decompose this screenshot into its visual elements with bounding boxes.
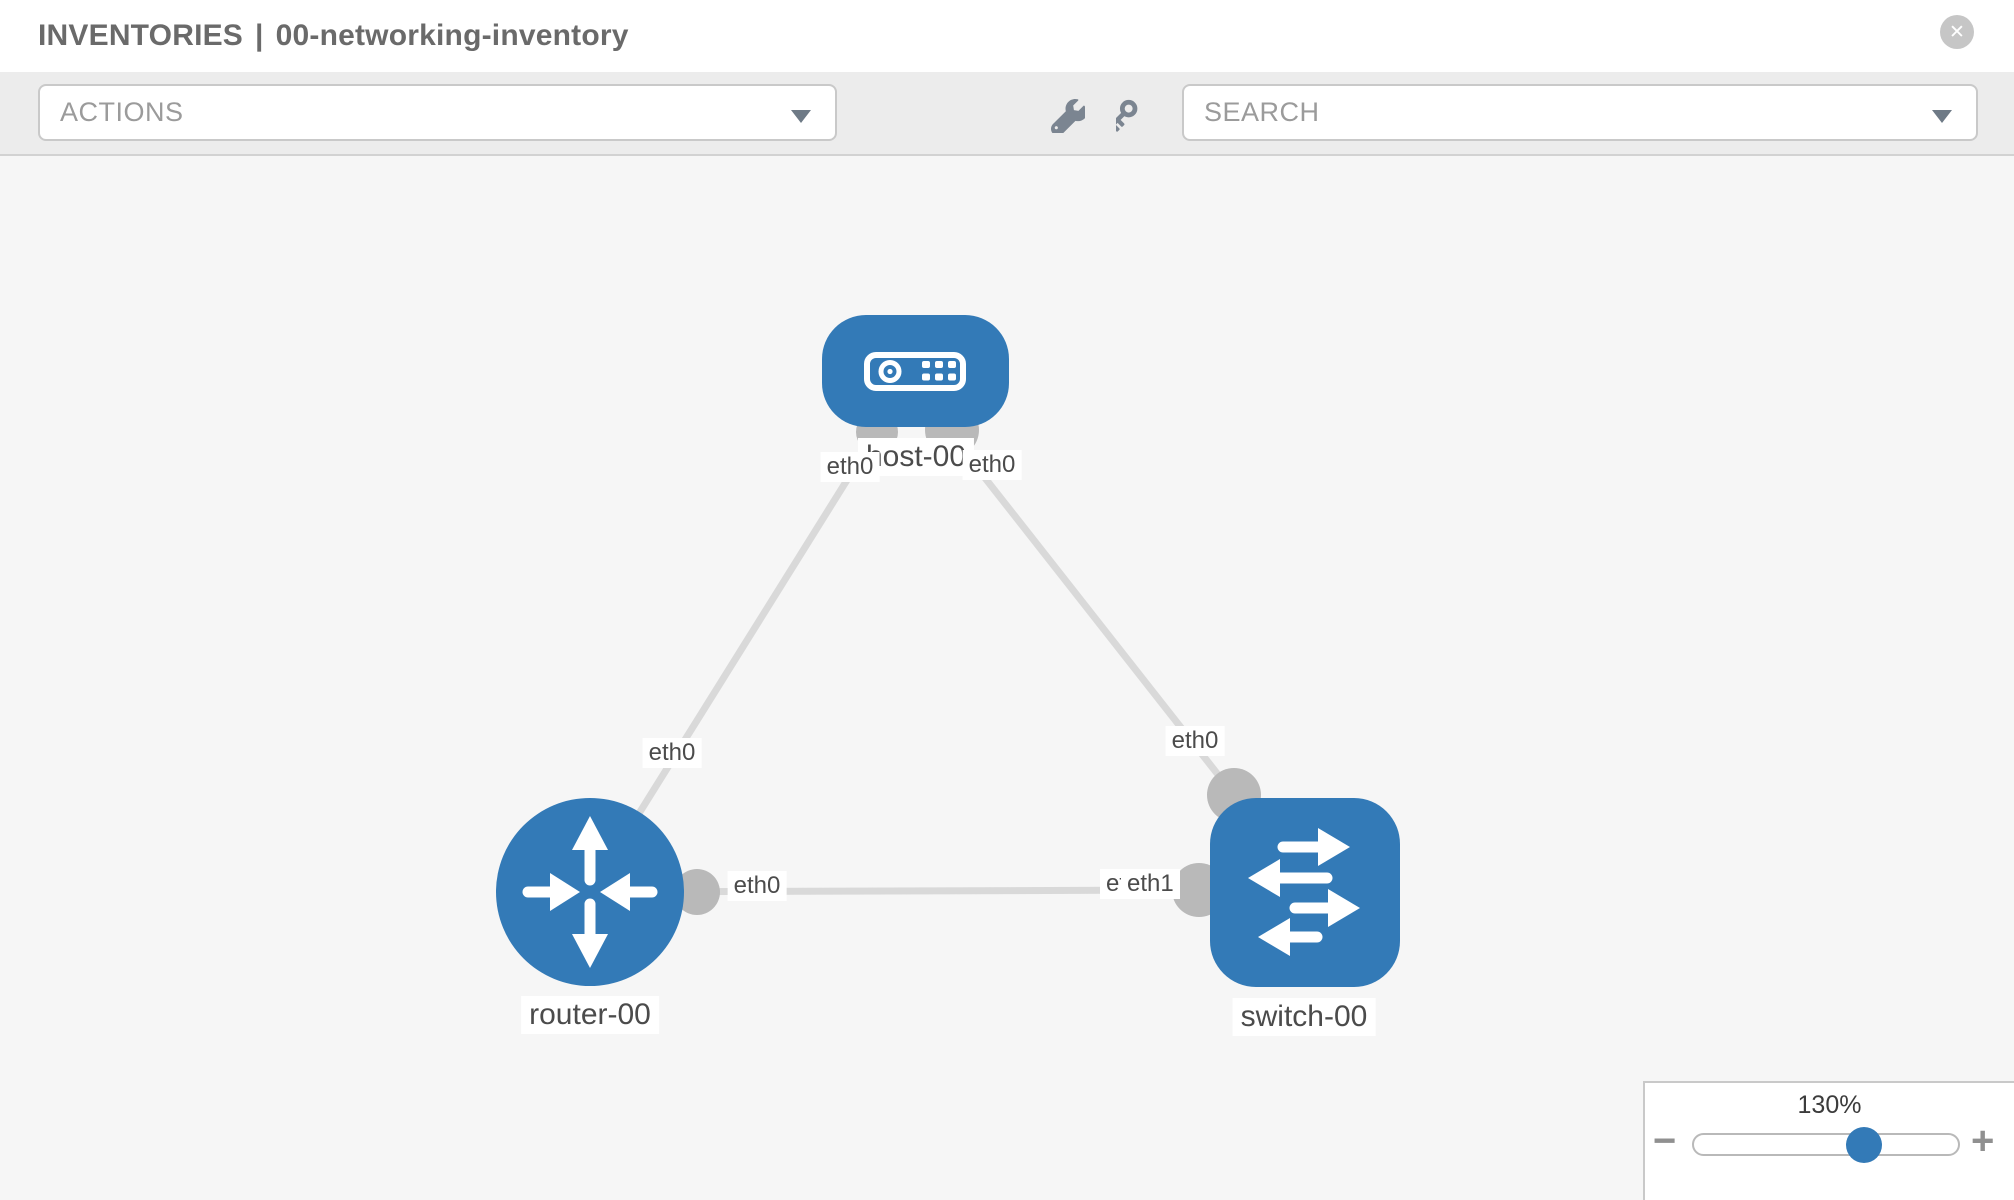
zoom-level-text: 130% [1797,1091,1862,1119]
inventory-name: 00-networking-inventory [275,19,629,52]
close-icon: ✕ [1949,21,1965,43]
node-router-00[interactable] [496,798,684,986]
toolbar: ACTIONS SEARCH [0,72,2014,156]
zoom-in-button[interactable]: + [1971,1119,1995,1163]
zoom-control-panel: 130% − + [1643,1081,2014,1200]
topology-canvas[interactable]: host-00 router-00 switch-00 eth0 eth0 et… [0,156,2014,1200]
interface-label-host-left: eth0 [820,452,880,482]
page-title: INVENTORIES | 00-networking-inventory [38,0,629,72]
interface-label-router-to-host: eth0 [642,738,702,768]
node-label-router: router-00 [521,996,659,1034]
interface-dot [674,869,720,915]
interface-label-router-to-switch: eth0 [727,871,787,901]
key-icon [1109,99,1138,132]
node-label-switch: switch-00 [1232,998,1376,1036]
wrench-button[interactable] [1051,99,1088,138]
host-icon [864,352,966,391]
interface-label-switch-to-host: eth0 [1165,726,1225,756]
router-icon [522,816,658,968]
page-title-section: INVENTORIES [38,19,244,52]
page-title-separator: | [255,19,264,52]
interface-label-host-right: eth0 [962,450,1022,480]
links-layer [587,430,1237,896]
search-dropdown-label: SEARCH [1204,97,1320,127]
node-switch-00[interactable] [1210,798,1400,987]
interface-dots-layer [674,403,1261,917]
node-host-00[interactable] [822,315,1009,427]
zoom-out-button[interactable]: − [1653,1119,1677,1163]
wrench-icon [1051,99,1088,136]
interface-label-switch-eth1: eth1 [1121,869,1180,899]
actions-dropdown[interactable]: ACTIONS [38,84,837,141]
actions-dropdown-label: ACTIONS [60,97,184,127]
chevron-down-icon [1932,110,1952,123]
key-button[interactable] [1109,97,1154,140]
chevron-down-icon [791,110,811,123]
zoom-slider-track[interactable] [1692,1133,1960,1156]
search-dropdown[interactable]: SEARCH [1182,84,1978,141]
topology-svg [496,315,1400,987]
header-bar: INVENTORIES | 00-networking-inventory ✕ [0,0,2014,72]
close-button[interactable]: ✕ [1940,15,1974,49]
zoom-slider-thumb[interactable] [1846,1127,1882,1163]
switch-icon [1248,828,1360,956]
